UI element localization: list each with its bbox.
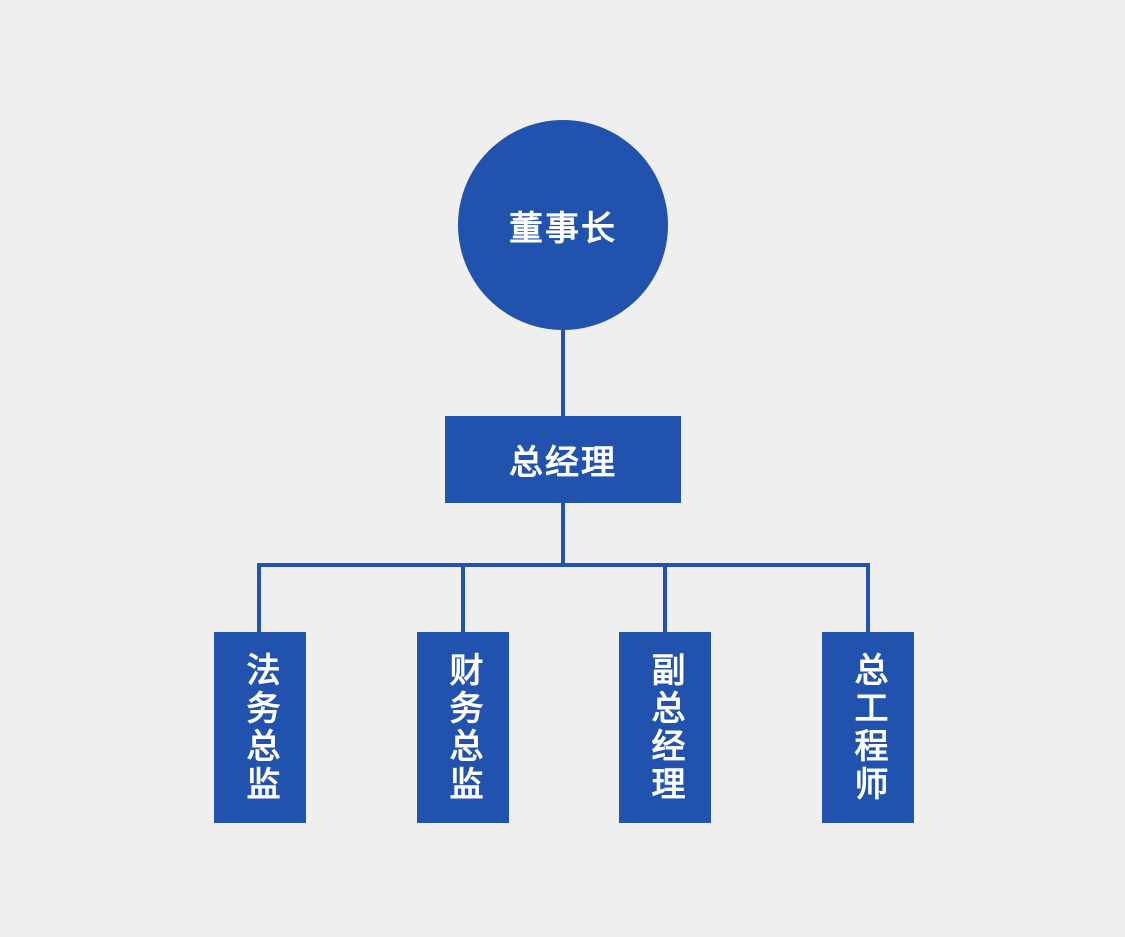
node-general-manager-label: 总经理 — [509, 444, 617, 482]
connector-rail — [257, 563, 870, 567]
node-chief-engineer: 总工程师 — [822, 632, 914, 823]
connector-drop-finance — [461, 567, 465, 632]
node-legal-director-label: 法务总监 — [241, 651, 279, 804]
node-chief-engineer-label: 总工程师 — [849, 651, 887, 804]
node-deputy-general-manager: 副总经理 — [619, 632, 711, 823]
node-finance-director-label: 财务总监 — [444, 651, 482, 804]
connector-drop-deputy-gm — [663, 567, 667, 632]
node-chairman: 董事长 — [458, 120, 668, 330]
connector-drop-legal — [257, 567, 261, 632]
node-general-manager: 总经理 — [445, 416, 681, 503]
node-finance-director: 财务总监 — [417, 632, 509, 823]
connector-chairman-to-gm — [561, 330, 565, 416]
node-chairman-label: 董事长 — [509, 209, 617, 248]
connector-gm-to-rail — [561, 503, 565, 563]
node-legal-director: 法务总监 — [214, 632, 306, 823]
connector-drop-chief-engineer — [866, 567, 870, 632]
node-deputy-general-manager-label: 副总经理 — [646, 651, 684, 804]
